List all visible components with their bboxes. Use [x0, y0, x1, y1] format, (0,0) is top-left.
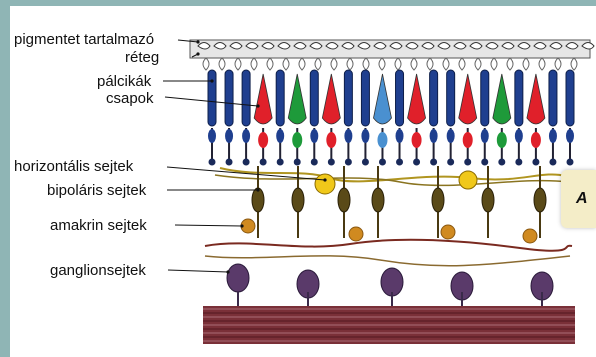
rod-cell [515, 70, 523, 126]
rod-cell [310, 70, 318, 126]
leader-dot [210, 79, 213, 82]
panel-letter: A [576, 190, 588, 208]
amacrine-cell [349, 227, 363, 241]
photoreceptor-terminal [294, 159, 301, 166]
leader-dot [256, 104, 259, 107]
photoreceptor-terminal [345, 159, 352, 166]
amacrine-cell [523, 229, 537, 243]
rod-nucleus [447, 129, 455, 143]
bipolar-cell [482, 188, 494, 212]
label-amacrine-cells: amakrin sejtek [50, 217, 147, 234]
photoreceptor-terminal [549, 159, 556, 166]
rod-nucleus [481, 129, 489, 143]
bipolar-cell [338, 188, 350, 212]
rod-cell [208, 70, 216, 126]
rod-cell [549, 70, 557, 126]
photoreceptor-terminal [311, 159, 318, 166]
cone-nucleus [377, 132, 387, 148]
bipolar-cell [372, 188, 384, 212]
cone-nucleus [258, 132, 268, 148]
photoreceptor-terminal [567, 159, 574, 166]
photoreceptor-terminal [277, 159, 284, 166]
leader-dot [256, 188, 259, 191]
frame-top [0, 0, 596, 6]
rod-nucleus [430, 129, 438, 143]
rod-cell [276, 70, 284, 126]
horizontal-cell [315, 174, 335, 194]
rod-nucleus [276, 129, 284, 143]
photoreceptor-terminal [379, 159, 386, 166]
rod-nucleus [242, 129, 250, 143]
photoreceptor-terminal [362, 159, 369, 166]
cone-nucleus [497, 132, 507, 148]
cone-nucleus [326, 132, 336, 148]
label-horizontal-cells: horizontális sejtek [14, 158, 133, 175]
rod-nucleus [549, 129, 557, 143]
leader-dot [323, 178, 326, 181]
photoreceptor-terminal [226, 159, 233, 166]
label-cones: csapok [106, 90, 154, 107]
rod-cell [361, 70, 369, 126]
rod-cell [225, 70, 233, 126]
rod-nucleus [566, 129, 574, 143]
frame-left [0, 0, 10, 357]
label-rods: pálcikák [97, 73, 151, 90]
rod-cell [481, 70, 489, 126]
photoreceptor-terminal [430, 159, 437, 166]
photoreceptor-terminal [498, 159, 505, 166]
rod-nucleus [225, 129, 233, 143]
photoreceptor-terminal [413, 159, 420, 166]
rod-cell [242, 70, 250, 126]
rod-cell [447, 70, 455, 126]
photoreceptor-terminal [447, 159, 454, 166]
cone-nucleus [531, 132, 541, 148]
rod-nucleus [310, 129, 318, 143]
ganglion-cell [227, 264, 249, 292]
rod-nucleus [396, 129, 404, 143]
panel-letter-badge: A [561, 170, 596, 228]
leader-dot [240, 224, 243, 227]
leader-dot [196, 40, 199, 43]
rod-nucleus [344, 129, 352, 143]
rod-cell [344, 70, 352, 126]
horizontal-cell [459, 171, 477, 189]
ganglion-cell [381, 268, 403, 296]
photoreceptor-terminal [209, 159, 216, 166]
label-bipolar-cells: bipoláris sejtek [47, 182, 146, 199]
cone-nucleus [412, 132, 422, 148]
rod-cell [430, 70, 438, 126]
photoreceptor-terminal [515, 159, 522, 166]
photoreceptor-terminal [481, 159, 488, 166]
rod-cell [566, 70, 574, 126]
label-pigment-layer-line2: réteg [125, 49, 159, 66]
photoreceptor-terminal [243, 159, 250, 166]
rod-nucleus [361, 129, 369, 143]
amacrine-cell [441, 225, 455, 239]
cone-nucleus [292, 132, 302, 148]
label-ganglion-cells: ganglionsejtek [50, 262, 146, 279]
rod-nucleus [208, 129, 216, 143]
rod-cell [396, 70, 404, 126]
bipolar-cell [292, 188, 304, 212]
bipolar-cell [432, 188, 444, 212]
photoreceptor-terminal [532, 159, 539, 166]
leader-dot [226, 270, 229, 273]
photoreceptor-terminal [260, 159, 267, 166]
leader-dot [196, 52, 199, 55]
bipolar-cell [534, 188, 546, 212]
rod-nucleus [515, 129, 523, 143]
bipolar-cell [252, 188, 264, 212]
label-pigment-layer-line1: pigmentet tartalmazó [14, 31, 154, 48]
nerve-fiber-layer [203, 306, 575, 344]
photoreceptor-terminal [328, 159, 335, 166]
cone-nucleus [463, 132, 473, 148]
photoreceptor-terminal [396, 159, 403, 166]
photoreceptor-terminal [464, 159, 471, 166]
